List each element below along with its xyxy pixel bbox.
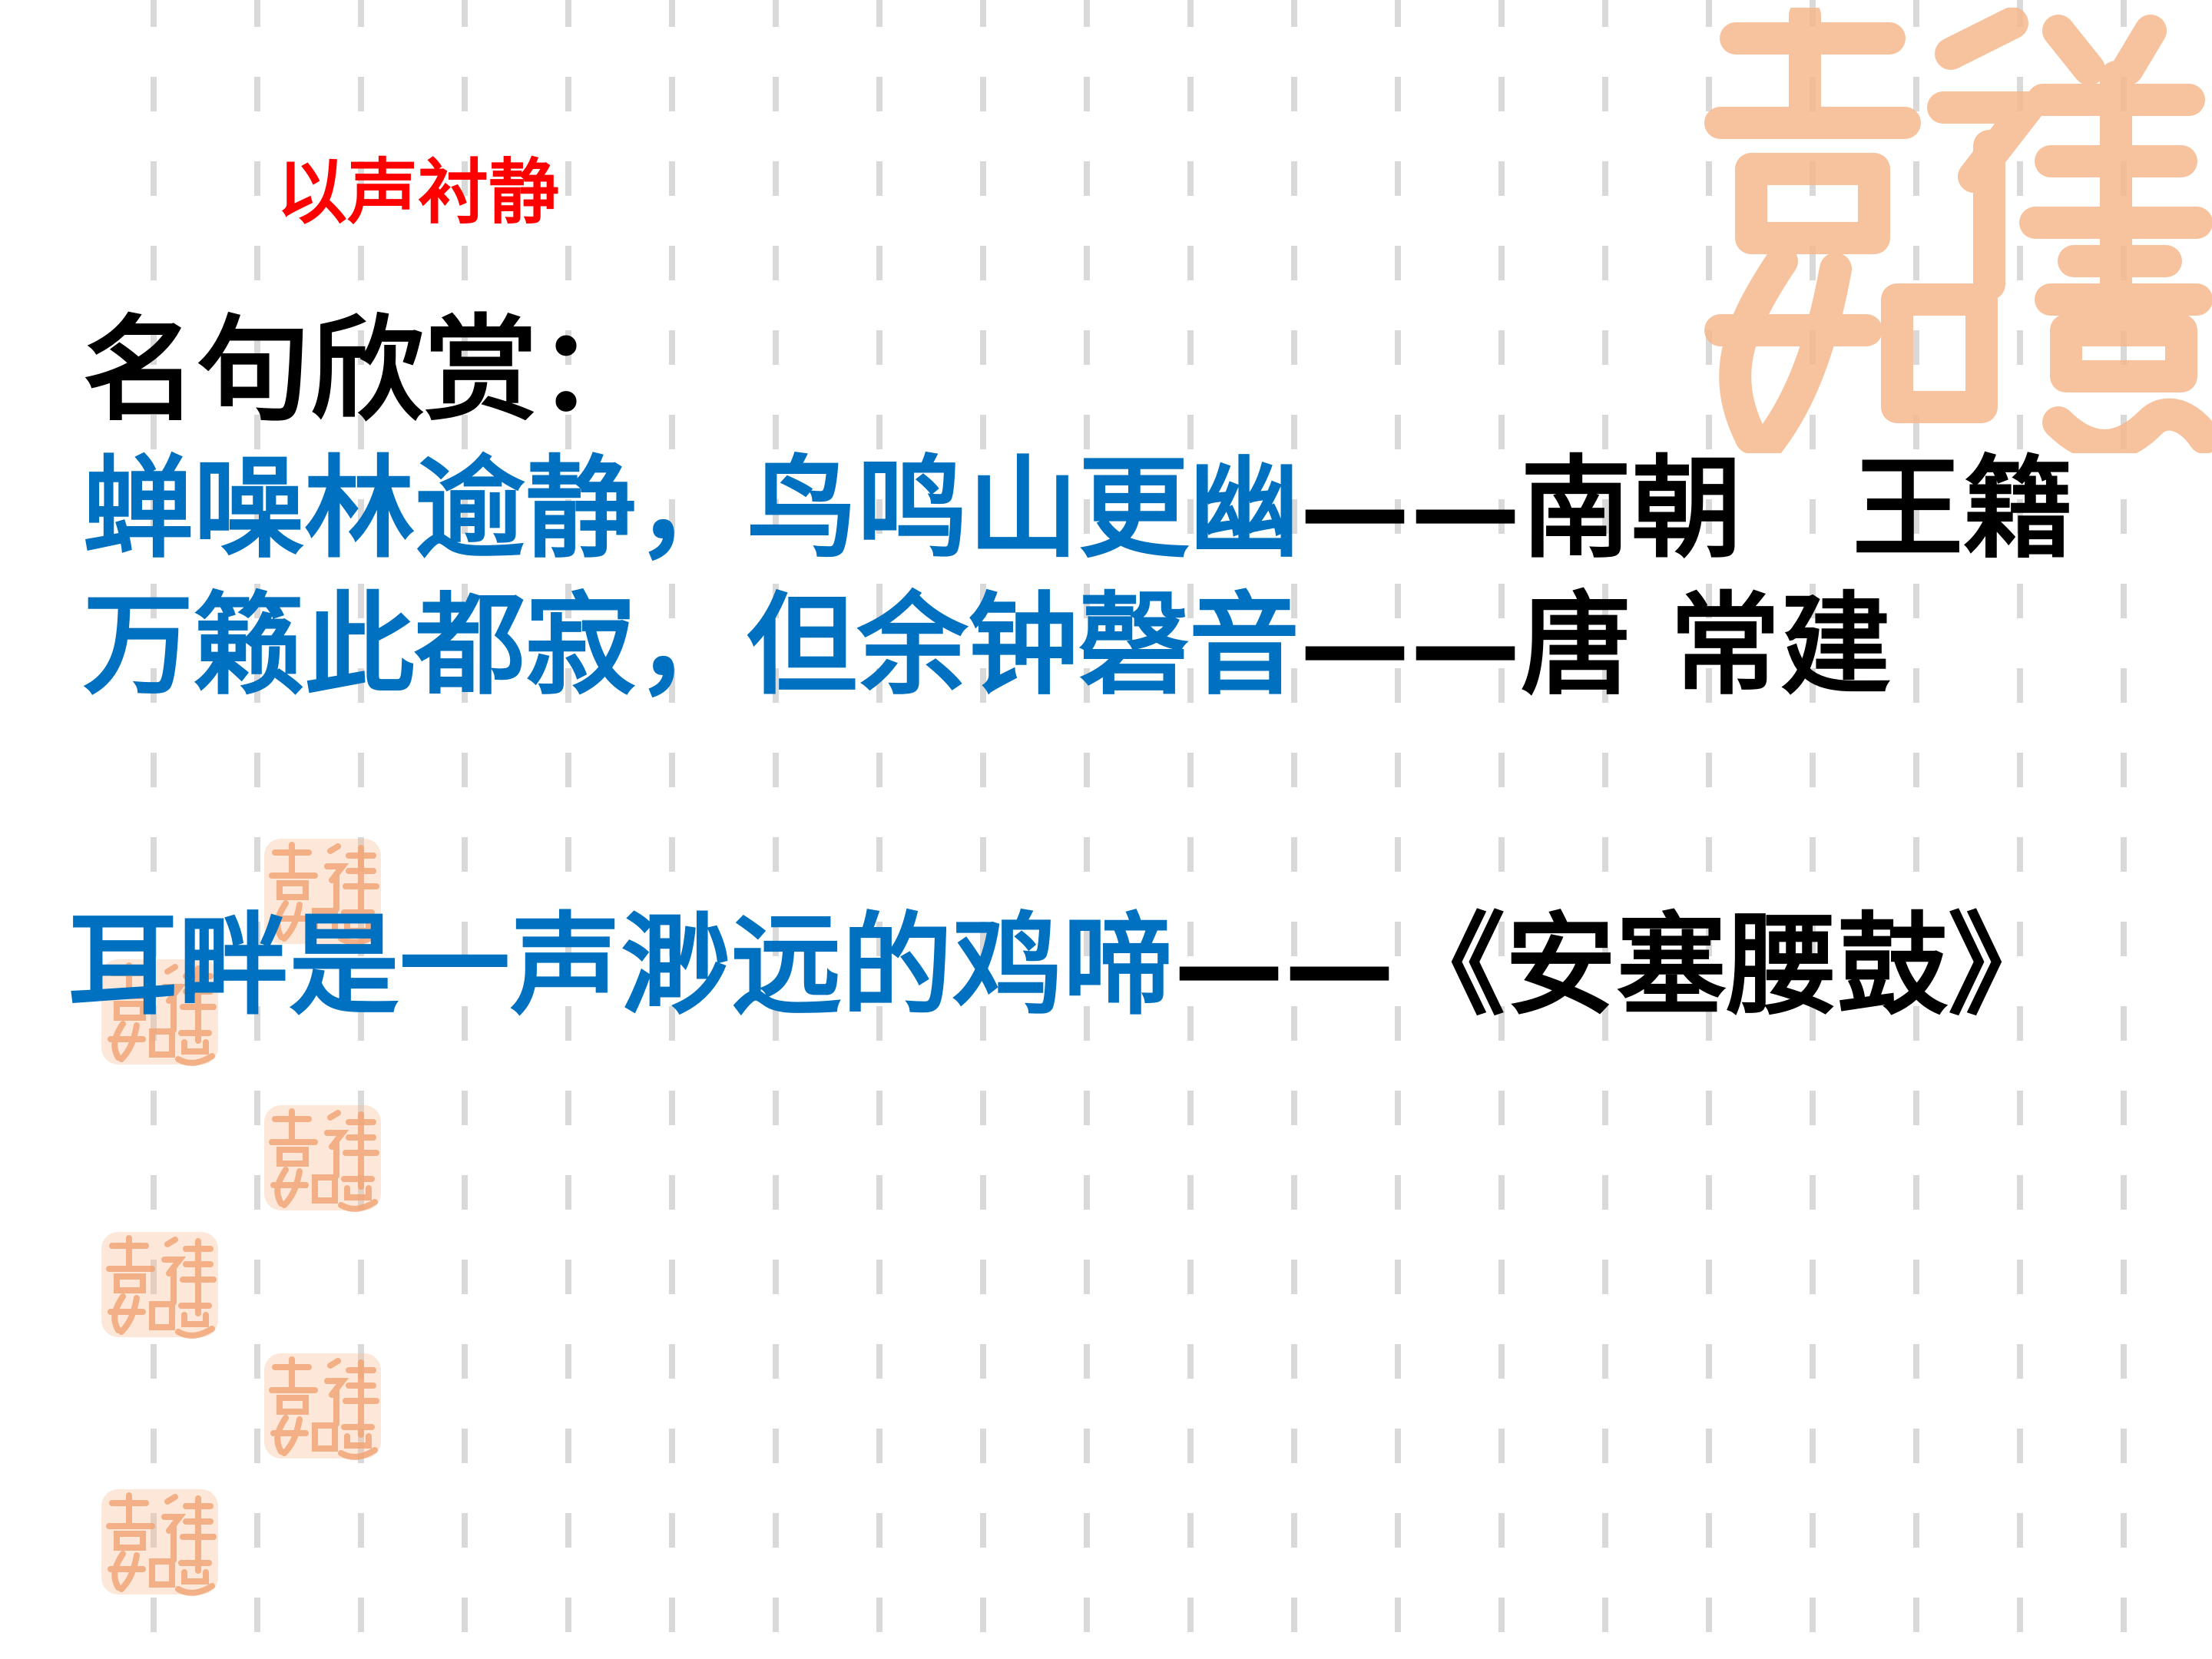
quote-line-1: 蝉噪林逾静，鸟鸣山更幽——南朝 王籍 (83, 453, 2074, 564)
quote-line-2: 万籁此都寂，但余钟磬音——唐 常建 (83, 590, 1891, 700)
quote-verse-1: 蝉噪林逾静，鸟鸣山更幽 (83, 444, 1300, 573)
small-seal-logo-6 (98, 1486, 221, 1598)
auspicious-seal-logo (1704, 8, 2212, 453)
small-seal-logo-5 (261, 1350, 384, 1462)
quote-source-2: ——唐 常建 (1300, 581, 1892, 710)
small-seal-logo-3 (261, 1102, 384, 1214)
accent-label: 以声衬静 (276, 151, 560, 233)
small-seal-logo-4 (98, 1229, 221, 1340)
section-heading: 名句欣赏： (83, 304, 651, 436)
quote-source-1: ——南朝 王籍 (1300, 444, 2075, 573)
quote-verse-2: 万籁此都寂，但余钟磬音 (83, 581, 1300, 710)
quote-line-3: 耳畔是一声渺远的鸡啼——《安塞腰鼓》 (68, 910, 2058, 1021)
quote-source-3: ——《安塞腰鼓》 (1174, 901, 2059, 1030)
quote-verse-3: 耳畔是一声渺远的鸡啼 (68, 901, 1174, 1030)
